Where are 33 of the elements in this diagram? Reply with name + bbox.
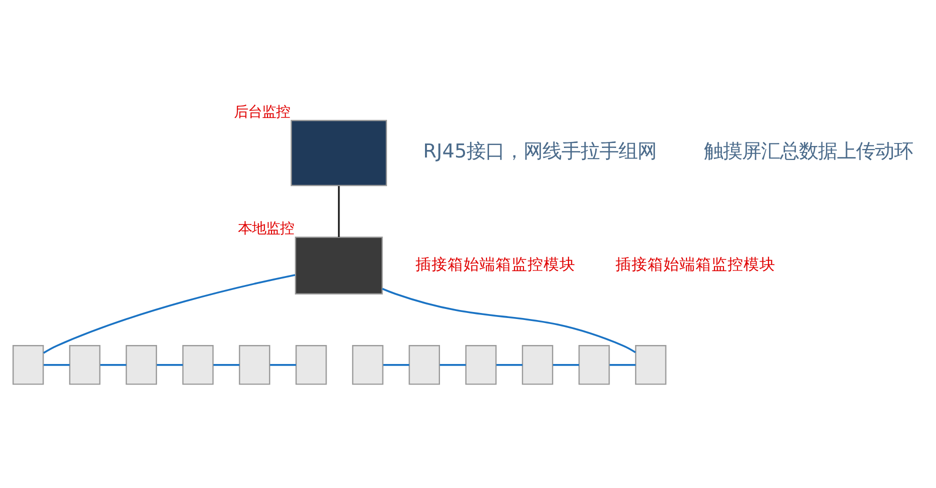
node-box xyxy=(182,344,214,384)
connector xyxy=(156,364,183,366)
label: 插接箱始端箱监控模块 xyxy=(615,254,776,274)
label: 触摸屏汇总数据上传动环 xyxy=(704,139,913,162)
connector xyxy=(553,364,580,366)
connector xyxy=(43,274,296,354)
node-box xyxy=(290,119,388,186)
label: RJ45接口，网线手拉手组网 xyxy=(423,139,657,162)
connector xyxy=(496,364,522,366)
node-box xyxy=(69,344,100,384)
node-box xyxy=(296,344,327,384)
node-box xyxy=(522,344,554,384)
node-box xyxy=(238,344,270,384)
node-label: 本地监控 xyxy=(238,220,294,237)
node-box xyxy=(465,344,497,384)
connector xyxy=(100,364,126,366)
connector xyxy=(440,364,466,366)
connector xyxy=(338,186,340,237)
connector xyxy=(382,287,636,353)
node-box xyxy=(635,344,666,384)
label: 插接箱始端箱监控模块 xyxy=(415,254,576,274)
connector xyxy=(383,364,410,366)
node-box xyxy=(294,236,383,294)
connector xyxy=(213,364,240,366)
node-box xyxy=(126,344,158,384)
node-label: 后台监控 xyxy=(234,104,290,120)
node-box xyxy=(12,344,44,384)
node-box xyxy=(352,344,384,384)
connector xyxy=(44,364,70,366)
node-box xyxy=(408,344,440,384)
node-box xyxy=(578,344,610,384)
connector xyxy=(270,364,296,366)
connector xyxy=(610,364,636,366)
